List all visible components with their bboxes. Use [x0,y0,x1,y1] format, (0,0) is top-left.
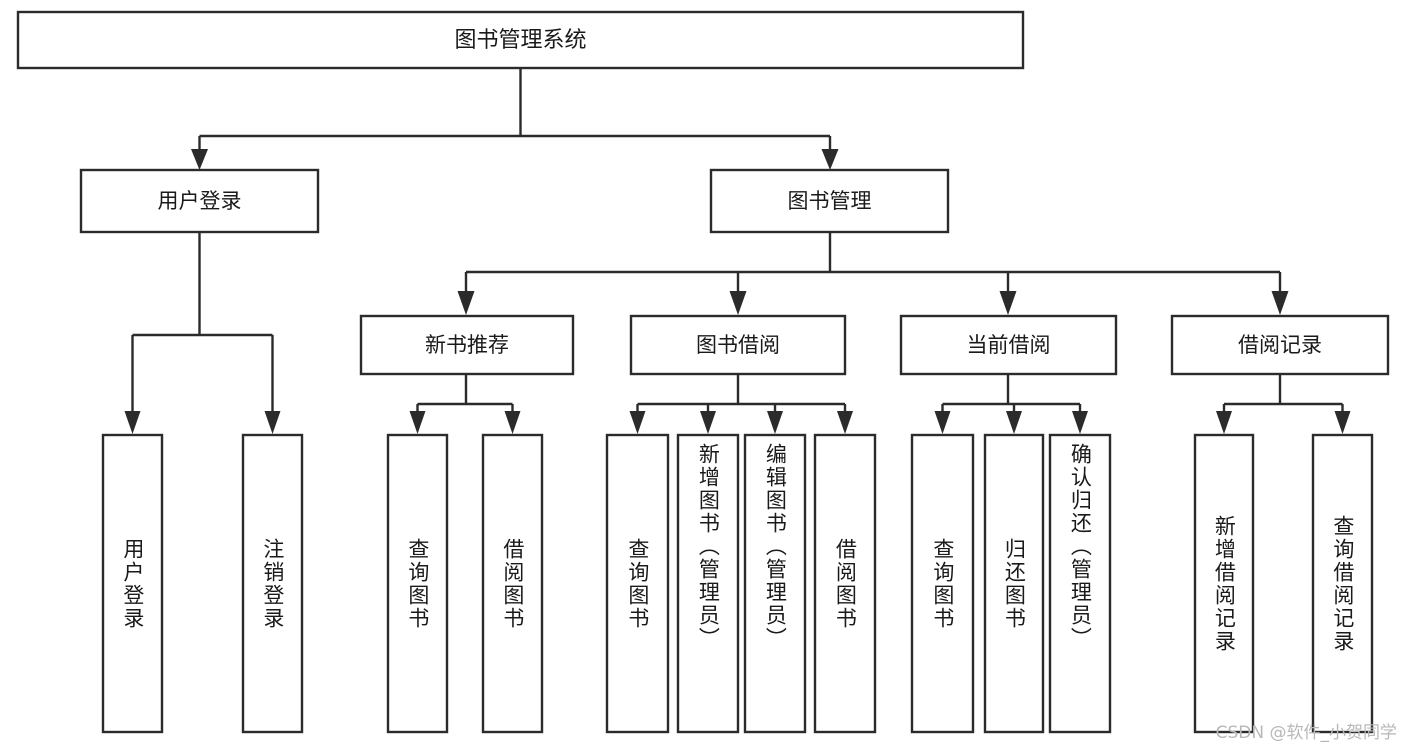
arrow-head-leaf-user-login [124,411,141,434]
leaf-box-return-book[interactable] [983,433,1045,734]
connector-group-book-mgmt [457,232,1289,315]
leaf-box-add-record[interactable] [1193,433,1255,734]
arrow-head-current-borrow [999,291,1017,315]
arrow-head-leaf-return-book [1006,411,1022,434]
arrow-head-leaf-borrow-book-2 [837,411,853,434]
arrow-head-leaf-query-book-1 [409,411,426,434]
leaf-label-add-book: 新增图书（管理员） [696,443,721,650]
arrow-head-leaf-borrow-book-1 [504,411,521,434]
leaf-box-borrow-book-2[interactable] [813,433,877,734]
arrow-head-leaf-add-record [1216,411,1232,434]
leaf-label-borrow-book-2: 借阅图书 [833,537,858,630]
leaf-box-borrow-book-1[interactable] [481,433,544,734]
arrow-head-leaf-add-book [700,411,716,434]
arrow-head-borrow-record [1271,291,1289,315]
leaf-label-edit-book: 编辑图书（管理员） [763,443,788,650]
leaf-box-query-book-2[interactable] [605,433,670,734]
connector-group-borrow-record [1216,374,1351,434]
arrow-head-leaf-query-book-2 [629,411,646,434]
leaf-label-confirm-return: 确认归还（管理员） [1068,443,1093,650]
connector-group-new-book-rec [409,374,521,434]
node-current-borrowing[interactable]: 当前借阅 [899,314,1118,376]
leaf-box-confirm-return[interactable] [1048,433,1112,734]
leaf-label-query-book-2: 查询图书 [625,537,650,630]
leaf-label-query-book-3: 查询图书 [930,537,955,630]
leaf-label-query-book-1: 查询图书 [405,537,430,630]
leaf-box-add-book[interactable] [676,433,740,734]
leaf-box-user-login[interactable] [101,433,164,734]
leaf-box-query-record[interactable] [1311,433,1374,734]
leaf-label-query-record: 查询借阅记录 [1330,514,1355,653]
node-borrowing-records-box [1170,314,1390,376]
node-book-borrowing[interactable]: 图书借阅 [629,314,847,376]
leaf-box-logout[interactable] [241,433,304,734]
node-new-book-recommendation[interactable]: 新书推荐 [359,314,575,376]
arrow-head-user-login [191,149,208,170]
leaf-label-borrow-book-1: 借阅图书 [500,537,525,630]
node-current-borrowing-label: 当前借阅 [967,333,1051,357]
leaf-label-user-login: 用户登录 [120,537,145,630]
arrow-head-leaf-edit-book [767,411,783,434]
leaf-label-return-book: 归还图书 [1002,537,1027,630]
leaf-label-logout: 注销登录 [260,537,285,630]
node-root-system-label: 图书管理系统 [454,28,586,53]
connector-group-current-borrow [934,374,1088,434]
node-book-management-box [709,168,950,234]
node-root-system[interactable]: 图书管理系统 [16,10,1025,70]
arrow-head-new-book-rec [457,291,475,315]
node-borrowing-records-label: 借阅记录 [1238,333,1322,357]
node-user-login-label: 用户登录 [158,189,242,213]
node-user-login-box [79,168,320,234]
node-new-book-recommendation-box [359,314,575,376]
node-user-login[interactable]: 用户登录 [79,168,320,234]
node-book-management[interactable]: 图书管理 [709,168,950,234]
watermark-text: CSDN @软件_小贺同学 [1215,723,1397,743]
node-book-borrowing-box [629,314,847,376]
leaf-box-edit-book[interactable] [743,433,807,734]
node-root-system-box [16,10,1025,70]
arrow-head-leaf-logout [264,411,281,434]
leaf-box-query-book-3[interactable] [910,433,975,734]
node-book-management-label: 图书管理 [788,189,872,213]
node-book-borrowing-label: 图书借阅 [696,333,780,357]
node-new-book-recommendation-label: 新书推荐 [425,333,509,357]
arrow-head-book-mgmt [821,149,839,170]
connector-group-user-login [124,232,281,434]
node-current-borrowing-box [899,314,1118,376]
arrow-head-leaf-query-record [1334,411,1351,434]
leaf-label-add-record: 新增借阅记录 [1212,514,1237,653]
arrow-head-leaf-confirm-return [1072,411,1088,434]
connector-group-book-borrow [629,374,853,434]
arrow-head-leaf-query-book-3 [934,411,951,434]
leaf-box-query-book-1[interactable] [386,433,449,734]
leaf-boxes [101,433,1374,734]
node-borrowing-records[interactable]: 借阅记录 [1170,314,1390,376]
arrow-head-book-borrow [729,291,747,315]
connector-group-root [191,68,839,170]
